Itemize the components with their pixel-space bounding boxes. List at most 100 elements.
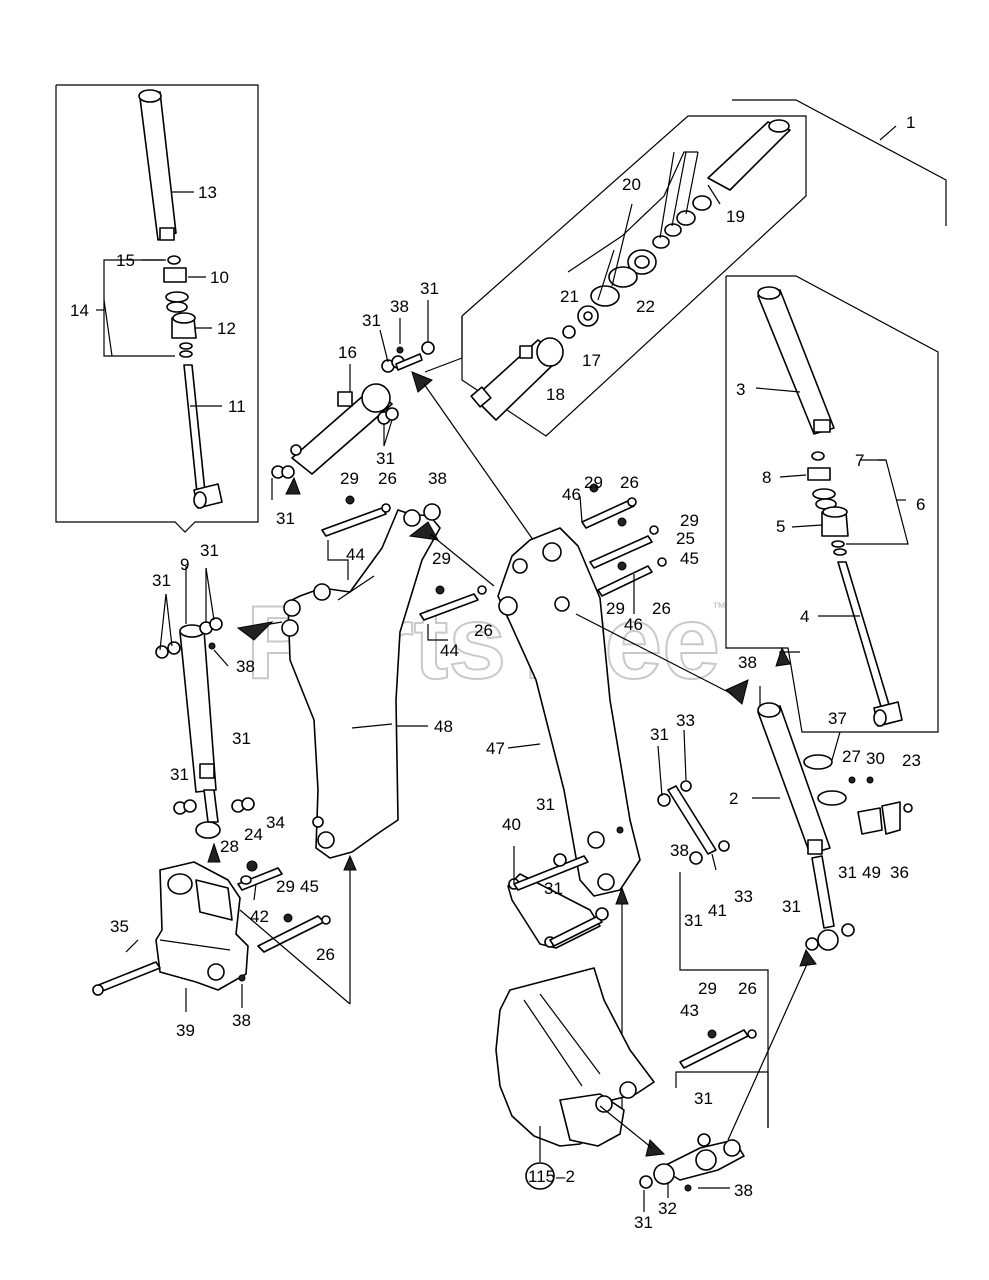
tube-port — [159, 227, 175, 241]
piston-rod-11 — [183, 364, 206, 494]
label-40: 40 — [502, 815, 521, 834]
hose-clamp-37a — [803, 754, 833, 770]
arrow-cyl2-down — [799, 948, 817, 967]
nut-26-boom — [381, 503, 391, 513]
tube-3-eye — [757, 286, 781, 300]
arm-hole-e — [587, 831, 605, 849]
label-7: 7 — [855, 451, 864, 470]
bolt-29-boom-b — [435, 585, 445, 595]
label-48: 48 — [434, 717, 453, 736]
label-33: 33 — [676, 711, 695, 730]
washer-31b — [167, 641, 181, 655]
pin-46-lower — [597, 565, 653, 597]
label-25: 25 — [676, 529, 695, 548]
tube-eye — [138, 89, 162, 103]
swing-bracket-39 — [92, 842, 357, 1012]
label-1: 1 — [906, 113, 915, 132]
ring-large-a — [608, 266, 638, 288]
bracket-39-ear — [195, 879, 233, 921]
ref-circle-115 — [525, 1162, 555, 1190]
assy-guide-bucket — [675, 1071, 769, 1128]
leader-35 — [125, 939, 139, 953]
label-38-f: 38 — [670, 841, 689, 860]
label-31-g: 31 — [232, 729, 251, 748]
nut-26-arm-a — [627, 497, 637, 507]
label-26-b: 26 — [474, 621, 493, 640]
tube-18-eye — [470, 386, 492, 408]
label-42: 42 — [250, 907, 269, 926]
boom-48 — [271, 478, 495, 859]
label-46-b: 46 — [624, 615, 643, 634]
assy-guide-a — [239, 909, 351, 1005]
nut-25-arm — [649, 525, 659, 535]
bucket-inner-line-b — [539, 993, 601, 1075]
label-23: 23 — [902, 751, 921, 770]
bolt-29-bucket — [707, 1029, 717, 1039]
bracket-6 — [878, 459, 909, 545]
bolt-29-arm-b — [617, 517, 627, 527]
washer-31-bucket-a — [639, 1175, 653, 1189]
grease-38-lower — [238, 974, 246, 982]
label-32: 32 — [658, 1199, 677, 1218]
label-26-f: 26 — [738, 979, 757, 998]
cylinder-2-tube — [757, 705, 831, 855]
arm-hole-f — [597, 873, 615, 891]
bracket-39-hole-b — [207, 963, 225, 981]
label-2: 2 — [729, 789, 738, 808]
leader-8 — [779, 474, 807, 478]
washer-31-link-b — [689, 851, 703, 865]
nut-26-lower — [321, 915, 331, 925]
arrow-swing — [236, 621, 274, 641]
nut-7 — [811, 451, 825, 461]
label-31-o: 31 — [694, 1089, 713, 1108]
bucket-pivot-b — [619, 1081, 637, 1099]
arrow-arm-down — [615, 886, 629, 905]
rod-19 — [707, 121, 791, 191]
arrow-cyl-top — [411, 371, 433, 393]
bracket-49 — [857, 807, 883, 835]
leader-31-link — [657, 745, 663, 797]
pin-top — [395, 353, 423, 371]
bracket-20 — [567, 151, 698, 273]
label-16: 16 — [338, 343, 357, 362]
grease-38-bucket — [684, 1184, 692, 1192]
label-13: 13 — [198, 183, 217, 202]
bracket-14 — [103, 259, 112, 357]
inset-boom-cylinder — [55, 84, 259, 533]
piston-5-top — [822, 506, 848, 518]
arm-hole-a — [498, 596, 518, 616]
washer-31d — [209, 617, 223, 631]
bracket-39-hole — [167, 873, 193, 895]
inset-pointer-2 — [424, 316, 463, 373]
bucket-side-plate — [559, 1093, 625, 1147]
plate-36 — [881, 801, 901, 835]
piston-rod-4 — [837, 561, 891, 711]
bucket-inner-line — [523, 999, 583, 1087]
label-31-n: 31 — [838, 863, 857, 882]
boom-foot-a — [317, 831, 335, 849]
bracket-14-link — [103, 299, 113, 357]
label-ref-suffix: –2 — [556, 1167, 575, 1186]
arrow-cyl-16 — [285, 476, 301, 495]
arrow-swing-up — [207, 842, 221, 863]
bucket-pivot-a — [595, 1095, 613, 1113]
link-40-pin-b — [549, 915, 603, 947]
ring-20c — [664, 223, 682, 237]
washer-31-link-d — [595, 907, 609, 921]
inset-box-frame — [55, 84, 259, 533]
bolt-29-boom — [345, 495, 355, 505]
nut-26-arm-c — [657, 557, 667, 567]
label-31-j: 31 — [536, 795, 555, 814]
label-47: 47 — [486, 739, 505, 758]
ring-20a — [692, 195, 712, 211]
arm-47-body — [497, 527, 641, 897]
bolt-29-arm-a — [589, 483, 599, 493]
leader-37 — [831, 731, 841, 761]
link-41 — [667, 785, 717, 855]
boom-pivot-a — [283, 599, 301, 617]
leader-44-b — [427, 624, 448, 641]
bracket-20-link-d — [611, 203, 633, 287]
bracket-20-link-e — [597, 249, 615, 301]
bolt-29-lower — [283, 913, 293, 923]
